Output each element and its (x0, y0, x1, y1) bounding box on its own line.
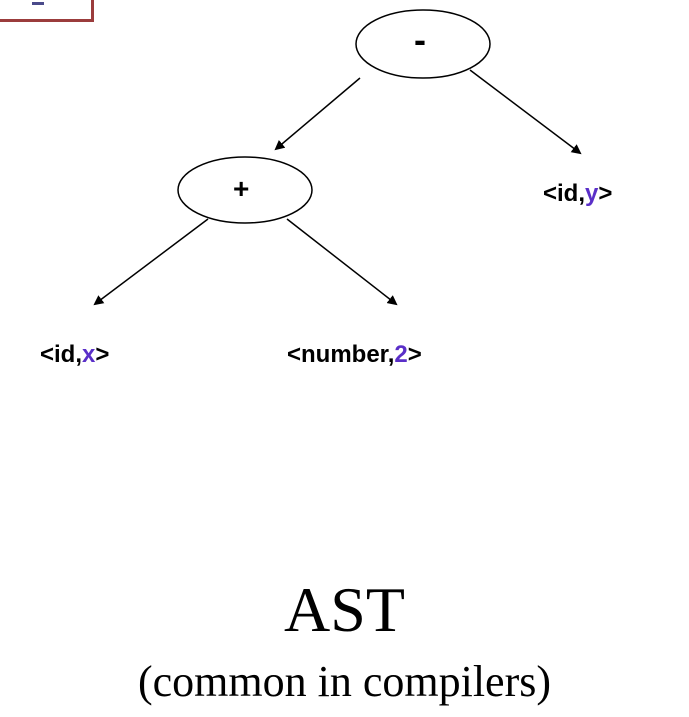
leaf-id-x: <id,x> (40, 343, 109, 367)
leaf-id-y-open: <id, (543, 180, 586, 207)
caption-subtitle: (common in compilers) (137, 657, 551, 706)
leaf-id-y-close: > (598, 180, 613, 207)
plus-node-label: + (233, 173, 250, 204)
leaf-number-close: > (407, 341, 422, 368)
caption-title: AST (284, 574, 405, 645)
ast-tree-diagram (93, 9, 582, 306)
edge-plus-x (93, 218, 209, 306)
leaf-id-y-value: y (585, 180, 599, 207)
leaf-id-y: <id,y> (543, 182, 612, 206)
edge-root-plus (274, 77, 361, 151)
root-node-label: - (414, 19, 426, 60)
corner-mark (32, 2, 44, 5)
leaf-number-value: 2 (394, 341, 408, 368)
leaf-id-x-close: > (95, 341, 110, 368)
edge-plus-number (286, 218, 398, 306)
corner-frame (0, 0, 94, 22)
leaf-number-open: <number, (287, 341, 395, 368)
leaf-number-2: <number,2> (287, 343, 422, 367)
root-node-ellipse (355, 9, 491, 79)
edge-root-y (469, 69, 582, 155)
leaf-id-x-open: <id, (40, 341, 83, 368)
plus-node-ellipse (177, 156, 313, 224)
leaf-id-x-value: x (82, 341, 96, 368)
